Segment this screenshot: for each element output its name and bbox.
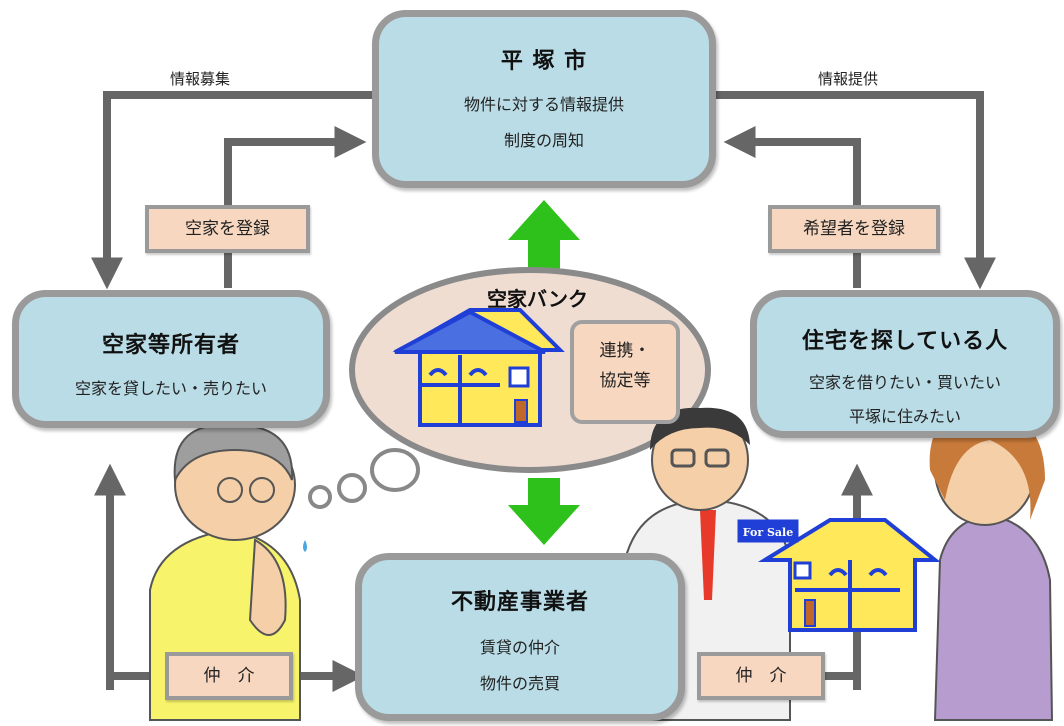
label-info-collect: 情報募集: [170, 70, 231, 88]
owner-line-1: 空家を貸したい・売りたい: [74, 379, 267, 398]
city-box: 平 塚 市 物件に対する情報提供 制度の周知: [372, 10, 716, 188]
bank-note: 連携・ 協定等: [570, 320, 680, 424]
owner-title: 空家等所有者: [101, 333, 240, 358]
realtor-line-2: 物件の売買: [479, 674, 560, 693]
tag-register-vacant: 空家を登録: [145, 205, 310, 253]
city-line-1: 物件に対する情報提供: [463, 95, 624, 114]
green-arrow-down: [508, 478, 580, 545]
tag-mediate-right: 仲 介: [697, 652, 825, 700]
seeker-line-1: 空家を借りたい・買いたい: [808, 373, 1001, 392]
thought-bubbles: [308, 448, 420, 509]
realtor-box: 不動産事業者 賃貸の仲介 物件の売買: [355, 553, 685, 721]
green-arrow-up: [508, 200, 580, 280]
label-info-provide: 情報提供: [818, 70, 879, 88]
for-sale-sign: [737, 519, 799, 543]
bank-note-line-2: 協定等: [599, 371, 651, 391]
seeker-box: 住宅を探している人 空家を借りたい・買いたい 平塚に住みたい: [750, 290, 1060, 438]
arrow-info-collect: [91, 91, 375, 290]
bank-title: 空家バンク: [487, 287, 588, 311]
seeker-line-2: 平塚に住みたい: [848, 407, 961, 426]
woman-figure: [929, 409, 1054, 721]
house-icon: [392, 308, 565, 427]
realtor-line-1: 賃貸の仲介: [479, 638, 560, 657]
arrow-info-provide: [715, 91, 996, 290]
realtor-title: 不動産事業者: [450, 590, 589, 615]
seeker-title: 住宅を探している人: [801, 329, 1009, 354]
city-title: 平 塚 市: [500, 49, 588, 74]
city-line-2: 制度の周知: [503, 131, 584, 150]
owner-box: 空家等所有者 空家を貸したい・売りたい: [12, 290, 330, 428]
bank-note-line-1: 連携・: [599, 341, 651, 361]
tag-register-seeker: 希望者を登録: [768, 205, 940, 253]
for-sale-sign-text: For Sale: [743, 526, 793, 539]
for-sale-house-icon: For Sale: [737, 518, 941, 632]
tag-mediate-left: 仲 介: [165, 652, 293, 700]
